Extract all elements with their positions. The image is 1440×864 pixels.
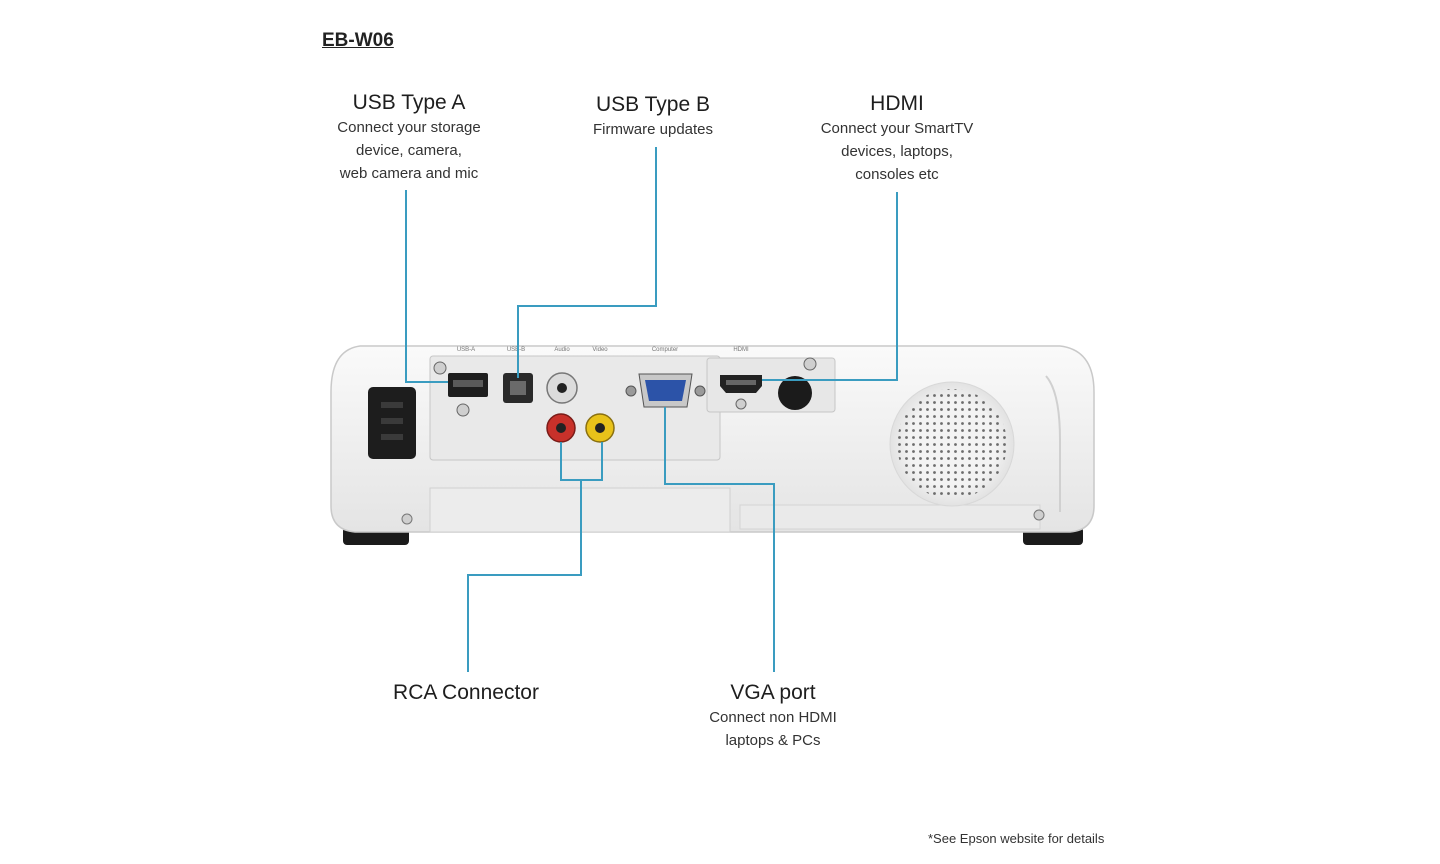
power-socket-pin-2 bbox=[381, 418, 403, 424]
lock-port bbox=[778, 376, 812, 410]
usb-type-a-description: Connect your storage device, camera, web… bbox=[337, 119, 481, 182]
usb-type-b-title: USB Type B bbox=[595, 93, 710, 116]
usb-b-callout-line bbox=[517, 147, 657, 378]
rca-connector-title: RCA Connector bbox=[393, 681, 539, 704]
rca-connector-callout: RCA Connector bbox=[336, 680, 596, 706]
vga-port-blue bbox=[645, 380, 686, 401]
rca-yellow-center bbox=[595, 423, 605, 433]
port-label-usb-a: USB-A bbox=[457, 347, 475, 353]
foot-screw-right bbox=[1033, 509, 1045, 521]
panel-screw-2 bbox=[456, 403, 470, 417]
port-label-hdmi: HDMI bbox=[733, 347, 749, 353]
hdmi-inner bbox=[726, 380, 756, 385]
vga-port-callout: VGA port Connect non HDMI laptops & PCs bbox=[643, 680, 903, 752]
vga-screw-left bbox=[625, 385, 637, 397]
footnote: *See Epson website for details bbox=[928, 831, 1105, 846]
usb-type-b-description: Firmware updates bbox=[592, 121, 714, 138]
speaker-holes bbox=[897, 389, 1007, 499]
usb-b-inner bbox=[510, 381, 526, 395]
usb-a-tongue bbox=[453, 380, 483, 387]
panel-screw-1 bbox=[433, 361, 447, 375]
panel-screw-3 bbox=[803, 357, 817, 371]
usb-a-callout-line bbox=[405, 190, 448, 383]
port-label-audio: Audio bbox=[554, 347, 570, 353]
rca-red-center bbox=[556, 423, 566, 433]
port-label-usb-b: USB-B bbox=[507, 347, 525, 353]
port-label-computer: Computer bbox=[652, 347, 678, 353]
hdmi-callout: HDMI Connect your SmartTV devices, lapto… bbox=[767, 91, 1027, 186]
rca-callout-line bbox=[467, 480, 582, 672]
connector-panel bbox=[429, 355, 721, 461]
hdmi-title: HDMI bbox=[870, 92, 924, 115]
vga-port-description: Connect non HDMI laptops & PCs bbox=[709, 709, 837, 749]
hdmi-screw bbox=[735, 398, 747, 410]
vga-screw-right bbox=[694, 385, 706, 397]
power-socket-pin-1 bbox=[381, 402, 403, 408]
power-socket-pin-3 bbox=[381, 434, 403, 440]
usb-type-b-callout: USB Type B Firmware updates bbox=[523, 92, 783, 141]
audio-jack-center bbox=[557, 383, 567, 393]
body-base-right bbox=[739, 504, 1041, 530]
usb-type-a-callout: USB Type A Connect your storage device, … bbox=[279, 90, 539, 185]
model-title: EB-W06 bbox=[322, 30, 394, 51]
hdmi-description: Connect your SmartTV devices, laptops, c… bbox=[820, 120, 974, 183]
vga-port-title: VGA port bbox=[730, 681, 816, 704]
port-label-video: Video bbox=[592, 347, 608, 353]
foot-screw-left bbox=[401, 513, 413, 525]
body-right-edge bbox=[1045, 375, 1061, 512]
vga-callout-line bbox=[664, 407, 775, 672]
usb-type-a-title: USB Type A bbox=[352, 91, 466, 114]
hdmi-callout-line bbox=[762, 192, 898, 381]
